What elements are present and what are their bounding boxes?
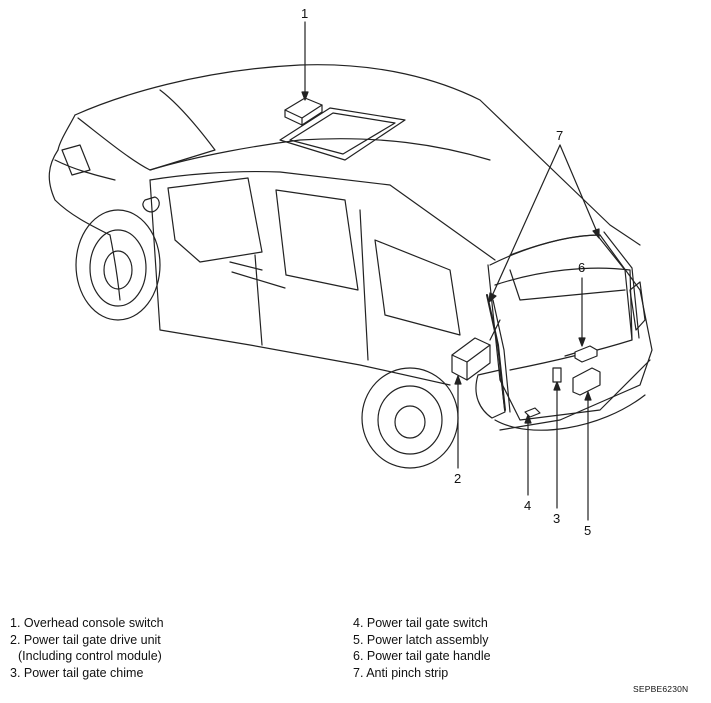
legend-item-5: 5. Power latch assembly: [353, 632, 489, 647]
latch-assembly-component: [572, 367, 601, 396]
legend-item-1: 1. Overhead console switch: [10, 616, 164, 630]
callout-5: 5: [584, 523, 591, 538]
callout-4: 4: [524, 498, 531, 513]
legend-item-3: 3. Power tail gate chime: [10, 665, 144, 680]
callout-3: 3: [553, 511, 560, 526]
callout-6: 6: [578, 260, 585, 275]
callout-2: 2: [454, 471, 461, 486]
legend-left: 1. Overhead console switch 2. Power tail…: [10, 615, 164, 681]
legend-item-2: 2. Power tail gate drive unit: [10, 632, 161, 647]
legend-right: 4. Power tail gate switch 5. Power latch…: [353, 615, 491, 681]
front-wheel: [75, 209, 161, 321]
handle-component: [564, 345, 598, 363]
overhead-console-switch-component: [284, 97, 323, 126]
legend-item-4: 4. Power tail gate switch: [353, 616, 488, 630]
callout-7: 7: [556, 128, 563, 143]
legend-item-7: 7. Anti pinch strip: [353, 665, 449, 680]
anti-pinch-strip-component: [486, 231, 640, 413]
callout-1: 1: [301, 6, 308, 21]
van-body-outline: [48, 64, 653, 431]
rear-wheel: [361, 367, 459, 469]
legend-item-2-note: (Including control module): [18, 649, 162, 663]
chime-component: [552, 367, 562, 383]
figure-code: SEPBE6230N: [633, 684, 689, 694]
minivan-component-diagram: 1 2 3 4 5 6 7: [48, 6, 653, 538]
leader-lines: [301, 21, 600, 521]
legend-item-6: 6. Power tail gate handle: [353, 649, 491, 663]
